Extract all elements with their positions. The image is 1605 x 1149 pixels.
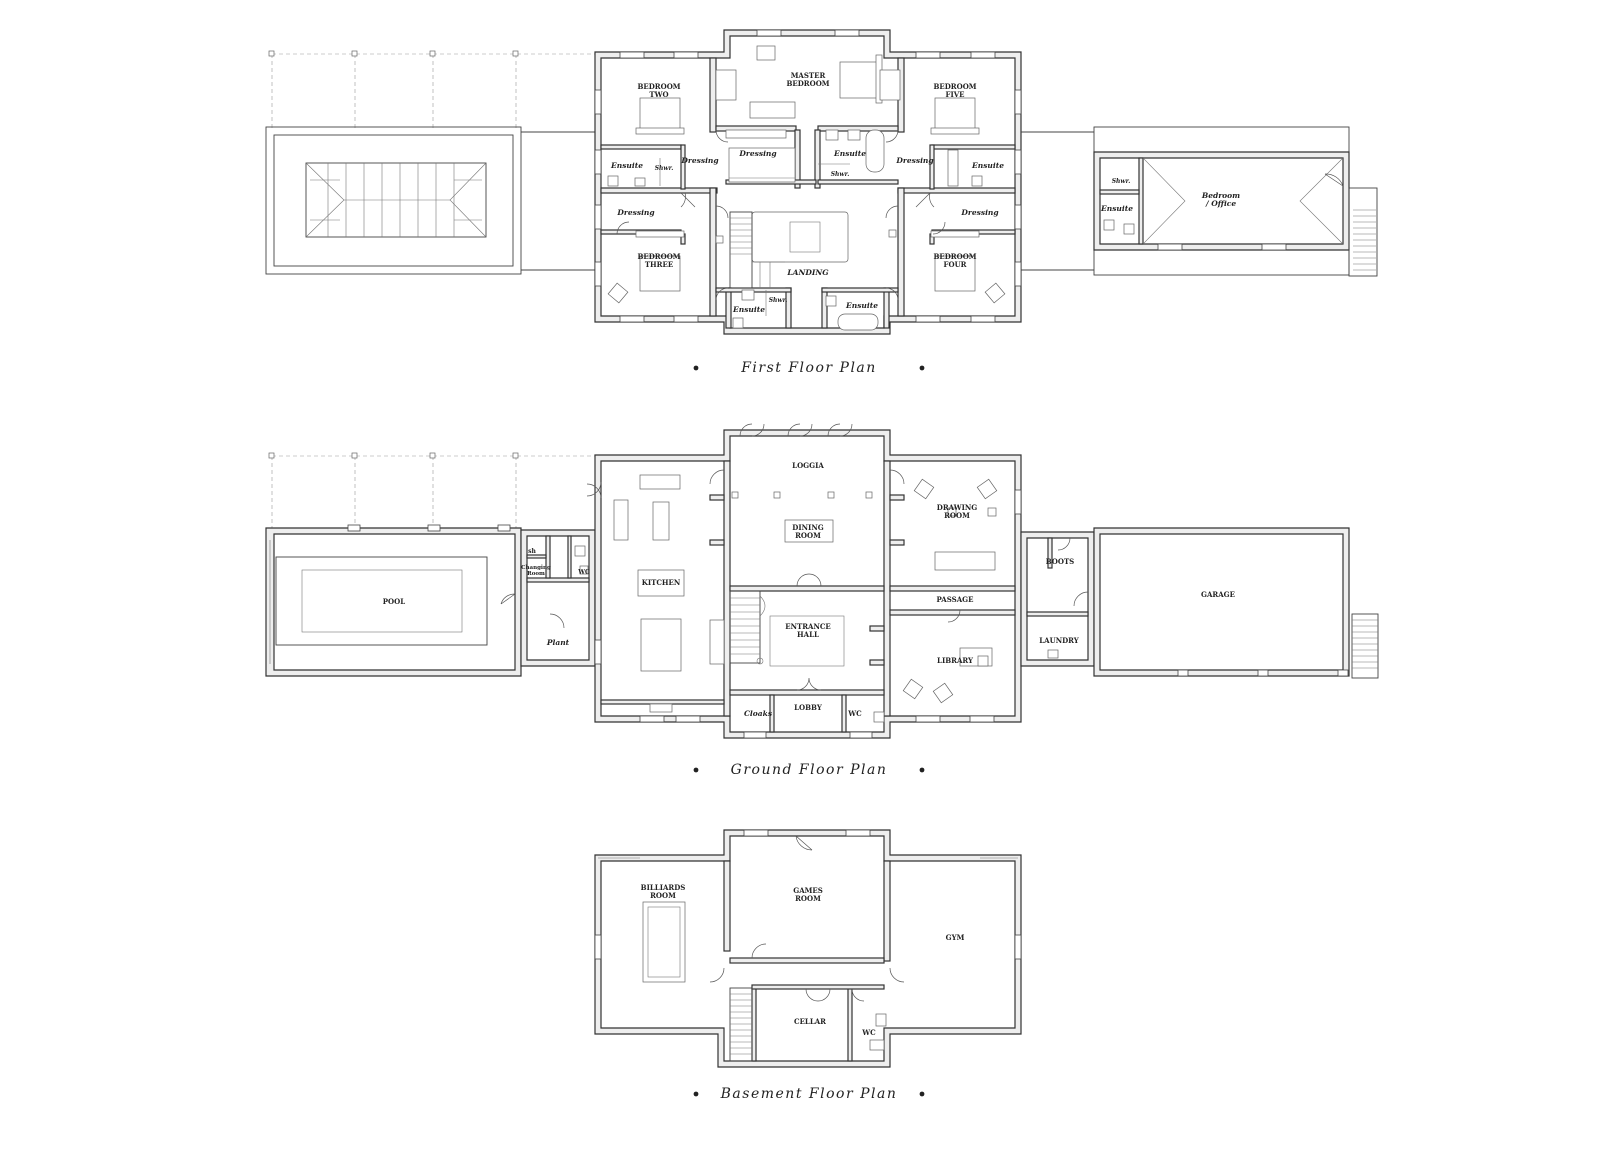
label-ensuite-master: Ensuite [833,149,866,158]
label-drawing-room-2: ROOM [944,511,970,520]
label-boots: BOOTS [1046,557,1075,566]
label-bedroom-four-1: BEDROOM [933,252,976,261]
label-plant: Plant [546,638,570,647]
label-basement-wc: WC [861,1028,876,1037]
first-floor-main-house [594,29,1022,335]
label-dining-room-1: DINING [792,523,823,532]
label-loggia: LOGGIA [792,461,824,470]
label-ensuite-bl: Ensuite [732,305,765,314]
label-cellar: CELLAR [794,1017,826,1026]
label-games-2: ROOM [795,894,821,903]
label-entrance-hall-1: ENTRANCE [785,622,831,631]
label-bedroom-four-2: FOUR [944,260,967,269]
label-games-1: GAMES [793,886,823,895]
label-master-bedroom-2: BEDROOM [786,79,829,88]
label-kitchen: KITCHEN [642,578,681,587]
label-bedroom-three-1: BEDROOM [637,252,680,261]
label-bedroom-two-2: TWO [649,90,668,99]
first-floor-annex [1093,126,1378,277]
label-ensuite-tl: Ensuite [610,161,643,170]
label-changing-2: Room [527,571,545,577]
label-passage: PASSAGE [937,595,974,604]
label-dressing-5: Dressing [960,208,998,217]
label-lobby: LOBBY [794,703,823,712]
label-library: LIBRARY [937,656,974,665]
ground-floor-plan: LOGGIA DRAWING ROOM DINING ROOM KITCHEN … [265,423,1379,778]
label-cloaks: Cloaks [744,709,773,718]
label-dressing-2: Dressing [738,149,776,158]
ground-floor-stairs [729,590,766,665]
label-bedroom-two-1: BEDROOM [637,82,680,91]
label-wc-pool: WC [577,569,590,576]
label-laundry: LAUNDRY [1039,636,1080,645]
ground-floor-title: Ground Floor Plan [731,762,888,778]
label-bedroom-office-2: / Office [1205,199,1237,208]
basement-stairs [729,987,753,1062]
label-ensuite-tr: Ensuite [971,161,1004,170]
label-ensuite-office: Ensuite [1100,204,1133,213]
first-floor-stairs [729,211,785,289]
label-bedroom-three-2: THREE [645,260,673,269]
label-shwr-4: Shwr. [1112,178,1131,185]
label-master-bedroom-1: MASTER [791,71,826,80]
label-dining-room-2: ROOM [795,531,821,540]
pool-house [265,524,522,677]
label-landing: LANDING [786,268,829,277]
label-garage: GARAGE [1201,590,1235,599]
first-floor-title: First Floor Plan [740,360,877,376]
garage [1093,527,1379,679]
label-drawing-room-1: DRAWING [937,503,978,512]
label-billiards-2: ROOM [650,891,676,900]
label-dressing-4: Dressing [616,208,654,217]
label-dressing-1: Dressing [680,156,718,165]
label-bedroom-five-2: FIVE [945,90,964,99]
label-pool: POOL [383,597,405,606]
label-shwr-2: Shwr. [831,171,850,178]
label-shwr-3: Shwr. [769,297,788,304]
first-floor-pergola-grid [268,50,595,128]
label-wc-lobby: WC [847,709,862,718]
label-gym: GYM [946,933,965,942]
label-ensuite-br: Ensuite [845,301,878,310]
ground-floor-pergola-grid [268,452,595,528]
label-shwr-1: Shwr. [655,165,674,172]
basement-plan: BILLIARDS ROOM GAMES ROOM GYM CELLAR WC … [594,829,1022,1102]
pool-roof-plan [265,126,522,275]
label-sh: sh [528,548,536,555]
basement-title: Basement Floor Plan [720,1086,898,1102]
label-bedroom-office-1: Bedroom [1201,191,1240,200]
label-billiards-1: BILLIARDS [641,883,686,892]
label-bedroom-five-1: BEDROOM [933,82,976,91]
ground-floor-main-house [586,423,1022,739]
boots-laundry-block [1020,531,1095,667]
label-dressing-3: Dressing [895,156,933,165]
first-floor-plan: MASTER BEDROOM BEDROOM TWO BEDROOM FIVE … [265,29,1378,376]
label-entrance-hall-2: HALL [797,630,819,639]
label-changing-1: Changing [521,565,551,571]
